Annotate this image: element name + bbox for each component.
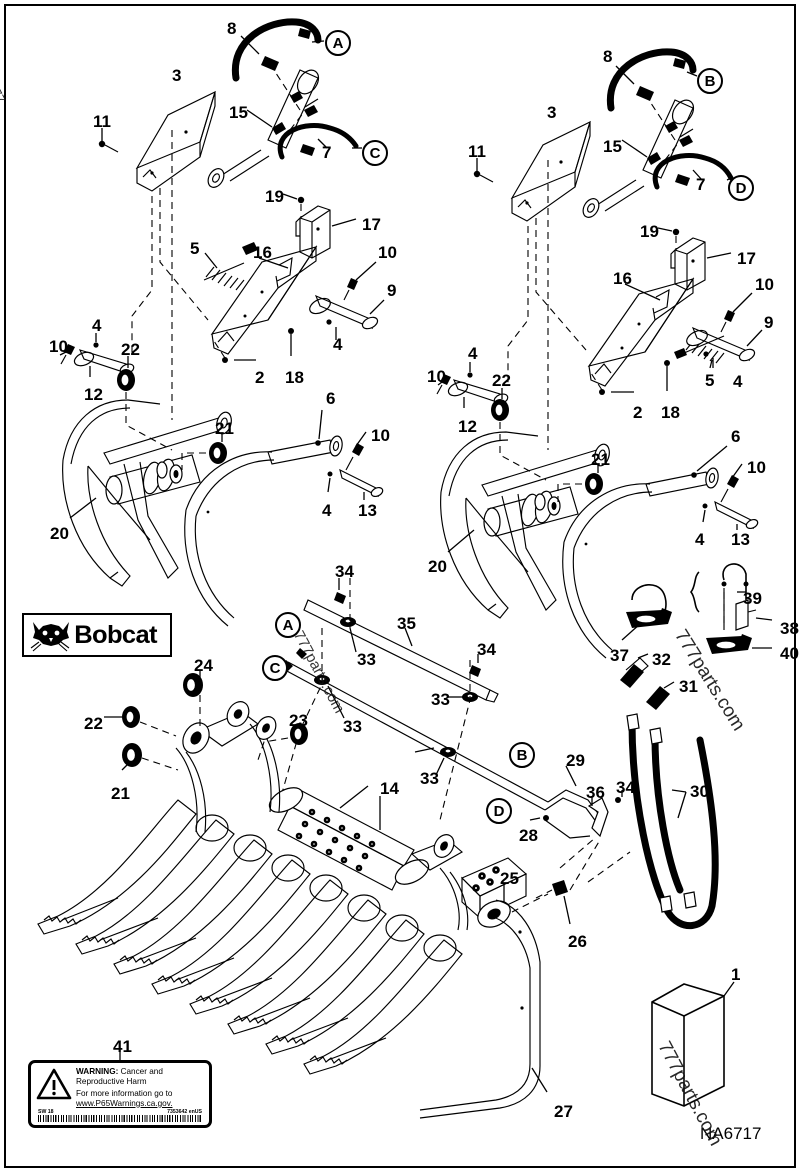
callout-B-center[interactable]: B	[509, 742, 535, 768]
part-label-18: 18	[285, 368, 304, 387]
part-label-4: 4	[92, 316, 102, 335]
part-label-33: 33	[431, 690, 450, 709]
part-label-5: 5	[705, 371, 715, 390]
part-label-19: 19	[265, 187, 284, 206]
part-label-22: 22	[492, 371, 511, 390]
part-label-4: 4	[333, 335, 343, 354]
warning-code-right: 7353642 enUS	[167, 1109, 202, 1116]
part-label-32: 32	[652, 650, 671, 669]
part-label-34: 34	[335, 562, 354, 581]
part-label-7: 7	[696, 175, 706, 194]
part-label-10: 10	[747, 458, 766, 477]
part-label-21: 21	[111, 784, 130, 803]
warning-heading-rest: Cancer and	[118, 1067, 163, 1076]
part-label-10: 10	[49, 337, 68, 356]
warning-line2: Reproductive Harm	[76, 1076, 147, 1086]
part-label-34: 34	[477, 640, 496, 659]
callout-A-upper-left[interactable]: A	[325, 30, 351, 56]
part-label-12: 12	[84, 385, 103, 404]
part-label-22: 22	[84, 714, 103, 733]
part-label-6: 6	[326, 389, 336, 408]
part-label-10: 10	[755, 275, 774, 294]
part-label-14: 14	[380, 779, 399, 798]
warning-barcode	[38, 1115, 202, 1123]
part-label-19: 19	[640, 222, 659, 241]
part-label-39: 39	[743, 589, 762, 608]
part-label-20: 20	[50, 524, 69, 543]
part-label-17: 17	[362, 215, 381, 234]
part-label-36: 36	[586, 783, 605, 802]
part-label-6: 6	[731, 427, 741, 446]
part-label-33: 33	[420, 769, 439, 788]
callout-A-center[interactable]: A	[275, 612, 301, 638]
part-label-29: 29	[566, 751, 585, 770]
part-label-13: 13	[358, 501, 377, 520]
part-label-16: 16	[613, 269, 632, 288]
part-label-1: 1	[731, 965, 741, 984]
part-label-8: 8	[227, 19, 237, 38]
part-label-4: 4	[695, 530, 705, 549]
part-label-24: 24	[194, 656, 213, 675]
part-label-10: 10	[427, 367, 446, 386]
part-label-16: 16	[253, 243, 272, 262]
part-label-21: 21	[591, 450, 610, 469]
part-label-5: 5	[190, 239, 200, 258]
part-label-17: 17	[737, 249, 756, 268]
part-label-2: 2	[255, 368, 265, 387]
part-label-15: 15	[603, 137, 622, 156]
part-label-11: 11	[468, 142, 486, 161]
bobcat-logo: Bobcat	[22, 613, 172, 657]
part-label-26: 26	[568, 932, 587, 951]
part-label-38: 38	[780, 619, 799, 638]
callout-D-upper-right[interactable]: D	[728, 175, 754, 201]
drawing-number: NA6717	[700, 1124, 762, 1143]
part-label-41: 41	[113, 1037, 132, 1056]
part-label-27: 27	[554, 1102, 573, 1121]
callout-C-center[interactable]: C	[262, 655, 288, 681]
warning-url[interactable]: www.P65Warnings.ca.gov.	[76, 1098, 173, 1108]
part-label-15: 15	[229, 103, 248, 122]
drawing-frame-border	[4, 4, 796, 1168]
p65-warning-label: WARNING: Cancer and Reproductive Harm Fo…	[28, 1060, 212, 1128]
part-label-4: 4	[733, 372, 743, 391]
part-label-25: 25	[500, 869, 519, 888]
part-label-22: 22	[121, 340, 140, 359]
bobcat-wordmark: Bobcat	[74, 620, 157, 649]
part-label-20: 20	[428, 557, 447, 576]
part-label-31: 31	[679, 677, 698, 696]
warning-line3: For more information go to	[76, 1089, 173, 1099]
part-label-2: 2	[633, 403, 643, 422]
warning-triangle-icon	[36, 1068, 72, 1100]
part-label-7: 7	[322, 143, 332, 162]
part-label-3: 3	[172, 66, 182, 85]
callout-B-upper-right[interactable]: B	[697, 68, 723, 94]
part-label-8: 8	[603, 47, 613, 66]
part-label-21: 21	[215, 419, 234, 438]
part-label-40: 40	[780, 644, 799, 663]
part-label-10: 10	[371, 426, 390, 445]
callout-D-center[interactable]: D	[486, 798, 512, 824]
part-label-23: 23	[289, 711, 308, 730]
part-label-9: 9	[764, 313, 774, 332]
part-label-34: 34	[616, 778, 635, 797]
part-label-9: 9	[387, 281, 397, 300]
part-label-33: 33	[357, 650, 376, 669]
part-label-28: 28	[519, 826, 538, 845]
callout-C-upper-left[interactable]: C	[362, 140, 388, 166]
warning-heading: WARNING:	[76, 1067, 119, 1076]
part-label-13: 13	[731, 530, 750, 549]
part-label-35: 35	[397, 614, 416, 633]
part-label-4: 4	[468, 344, 478, 363]
part-label-18: 18	[661, 403, 680, 422]
part-label-33: 33	[343, 717, 362, 736]
warning-code-left: SW 18	[38, 1109, 54, 1116]
part-label-10: 10	[378, 243, 397, 262]
part-label-11: 11	[93, 112, 111, 131]
bobcat-head-icon	[30, 622, 70, 652]
part-label-12: 12	[458, 417, 477, 436]
part-label-3: 3	[547, 103, 557, 122]
part-label-4: 4	[322, 501, 332, 520]
part-label-30: 30	[690, 782, 709, 801]
part-label-37: 37	[610, 646, 629, 665]
